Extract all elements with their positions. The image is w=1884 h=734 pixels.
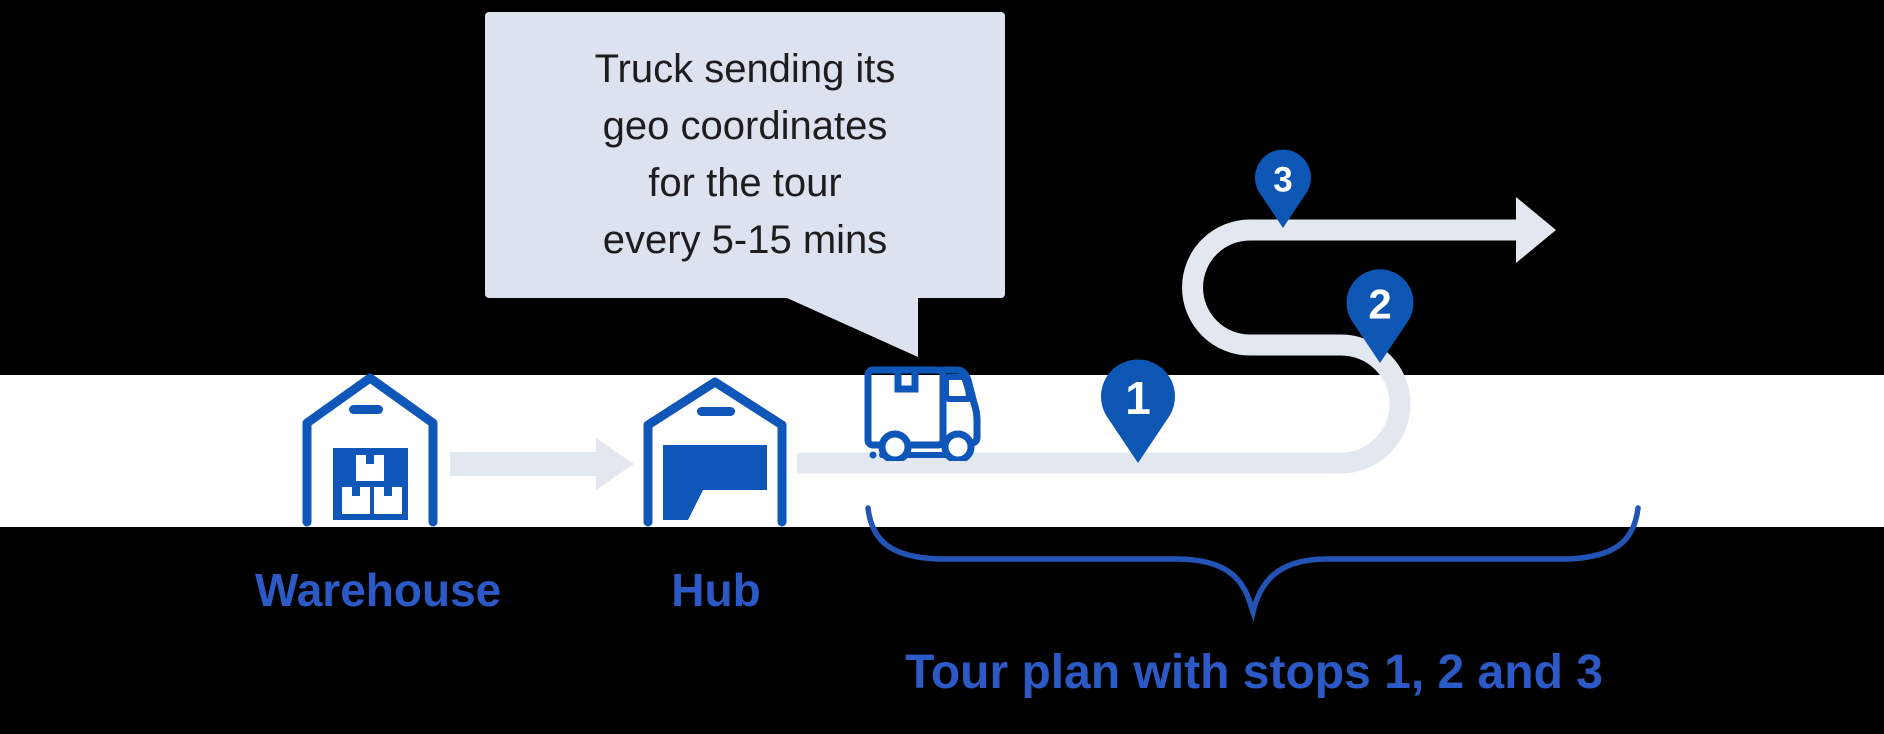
warehouse-to-hub-arrow-icon — [450, 438, 634, 490]
warehouse-icon — [302, 373, 438, 527]
truck-icon — [864, 366, 981, 461]
tour-plan-caption: Tour plan with stops 1, 2 and 3 — [905, 646, 1603, 699]
stop-3-number: 3 — [1273, 160, 1292, 199]
speech-bubble: Truck sending its geo coordinates for th… — [485, 12, 1005, 298]
stop-3-pin-icon: 3 — [1255, 149, 1311, 228]
speech-bubble-line: Truck sending its — [594, 47, 896, 91]
hub-icon — [643, 377, 787, 527]
speech-bubble-line: every 5-15 mins — [602, 218, 888, 262]
speech-bubble-line: for the tour — [648, 161, 842, 205]
stop-2-number: 2 — [1368, 281, 1391, 328]
warehouse-label: Warehouse — [255, 564, 502, 616]
speech-bubble-line: geo coordinates — [602, 104, 888, 148]
hub-label: Hub — [671, 564, 761, 616]
route-arrowhead-icon — [1516, 197, 1556, 263]
stop-2-pin-icon: 2 — [1346, 269, 1414, 363]
speech-bubble-tail — [787, 298, 918, 357]
